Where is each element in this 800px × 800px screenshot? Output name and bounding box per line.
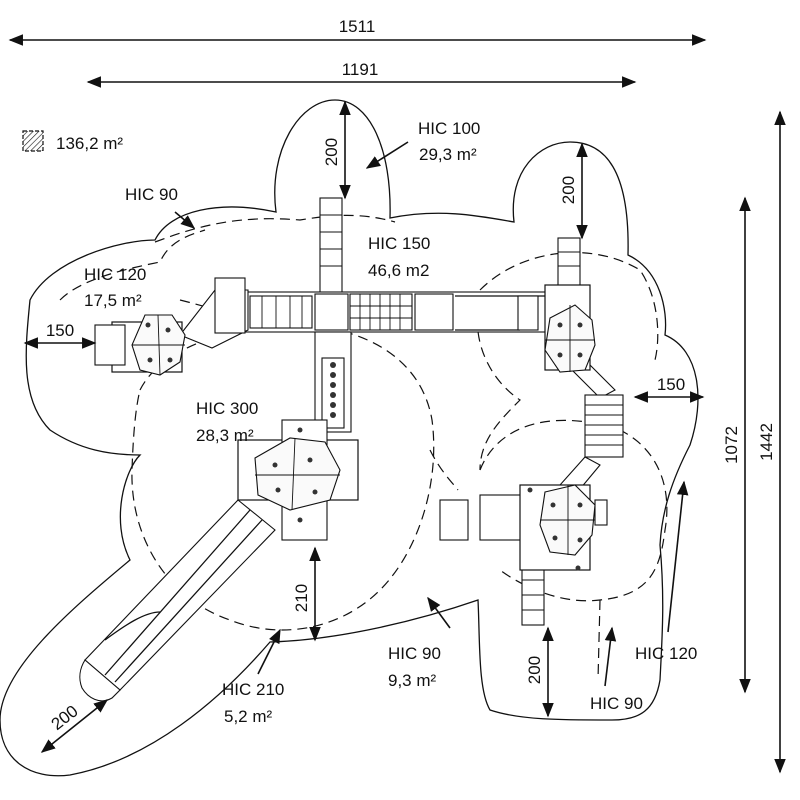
legend: 136,2 m² (22, 130, 123, 153)
zone-hic150-label: HIC 150 (368, 234, 430, 253)
clearance-top-center: 200 (322, 100, 351, 200)
legend-area-label: 136,2 m² (56, 134, 123, 153)
tube-slide (79, 499, 276, 702)
leader-lines (174, 141, 689, 687)
clearance-right: 150 (633, 375, 705, 403)
clearance-right-label: 150 (657, 375, 685, 394)
zone-hic210-area: 5,2 m² (224, 707, 273, 726)
zone-hic150-area: 46,6 m2 (368, 261, 429, 280)
dimension-height-long-label: 1442 (757, 423, 776, 461)
clearance-bottom-right-label: 200 (525, 656, 544, 684)
zone-hic210-label: HIC 210 (222, 680, 284, 699)
dimension-inner-width: 1191 (86, 60, 637, 88)
zone-hic90-bottom-label: HIC 90 (388, 644, 441, 663)
clearance-center-bottom-label: 210 (292, 584, 311, 612)
dimension-height-short-label: 1072 (722, 426, 741, 464)
clearance-left-label: 150 (46, 321, 74, 340)
zone-hic100-area: 29,3 m² (419, 145, 477, 164)
clearance-top-right-label: 200 (559, 176, 578, 204)
zone-hic90-right-label: HIC 90 (590, 694, 643, 713)
net-bridge (244, 291, 556, 333)
tower-left (94, 314, 186, 376)
top-ladder (319, 197, 343, 294)
center-vertical-climber (314, 331, 352, 433)
zone-labels: HIC 100 29,3 m² HIC 150 46,6 m2 HIC 90 H… (84, 119, 697, 726)
zone-hic120-right-label: HIC 120 (635, 644, 697, 663)
left-ramp-bridge (179, 277, 249, 349)
dimension-height-short: 1072 (722, 196, 751, 694)
dimension-height-long: 1442 (757, 110, 786, 774)
clearance-slide-end: 200 (40, 699, 109, 753)
dimension-inner-width-label: 1191 (342, 60, 379, 79)
zone-hic90-top-label: HIC 90 (125, 185, 178, 204)
tower-top-right (544, 284, 596, 373)
zone-hic100-label: HIC 100 (418, 119, 480, 138)
hatched-square-icon (22, 130, 44, 152)
tower-bottom-right (519, 484, 596, 571)
dimension-total-width: 1511 (8, 17, 707, 46)
zone-hic300-label: HIC 300 (196, 399, 258, 418)
clearance-bottom-right: 200 (525, 626, 554, 718)
safety-zone-outline (0, 99, 699, 777)
zone-hic120-left-label: HIC 120 (84, 265, 146, 284)
clearance-left: 150 (23, 321, 97, 349)
dimension-total-width-label: 1511 (339, 17, 376, 36)
zone-hic120-left-area: 17,5 m² (84, 291, 142, 310)
right-diagonal-bridge (559, 359, 624, 496)
tower-center (237, 419, 359, 541)
clearance-center-bottom: 210 (292, 546, 321, 642)
zone-hic300-area: 28,3 m² (196, 426, 254, 445)
clearance-top-center-label: 200 (322, 138, 341, 166)
clearance-top-right: 200 (559, 142, 588, 240)
zone-hic90-bottom-area: 9,3 m² (388, 671, 437, 690)
clearance-slide-end-label: 200 (48, 701, 82, 733)
